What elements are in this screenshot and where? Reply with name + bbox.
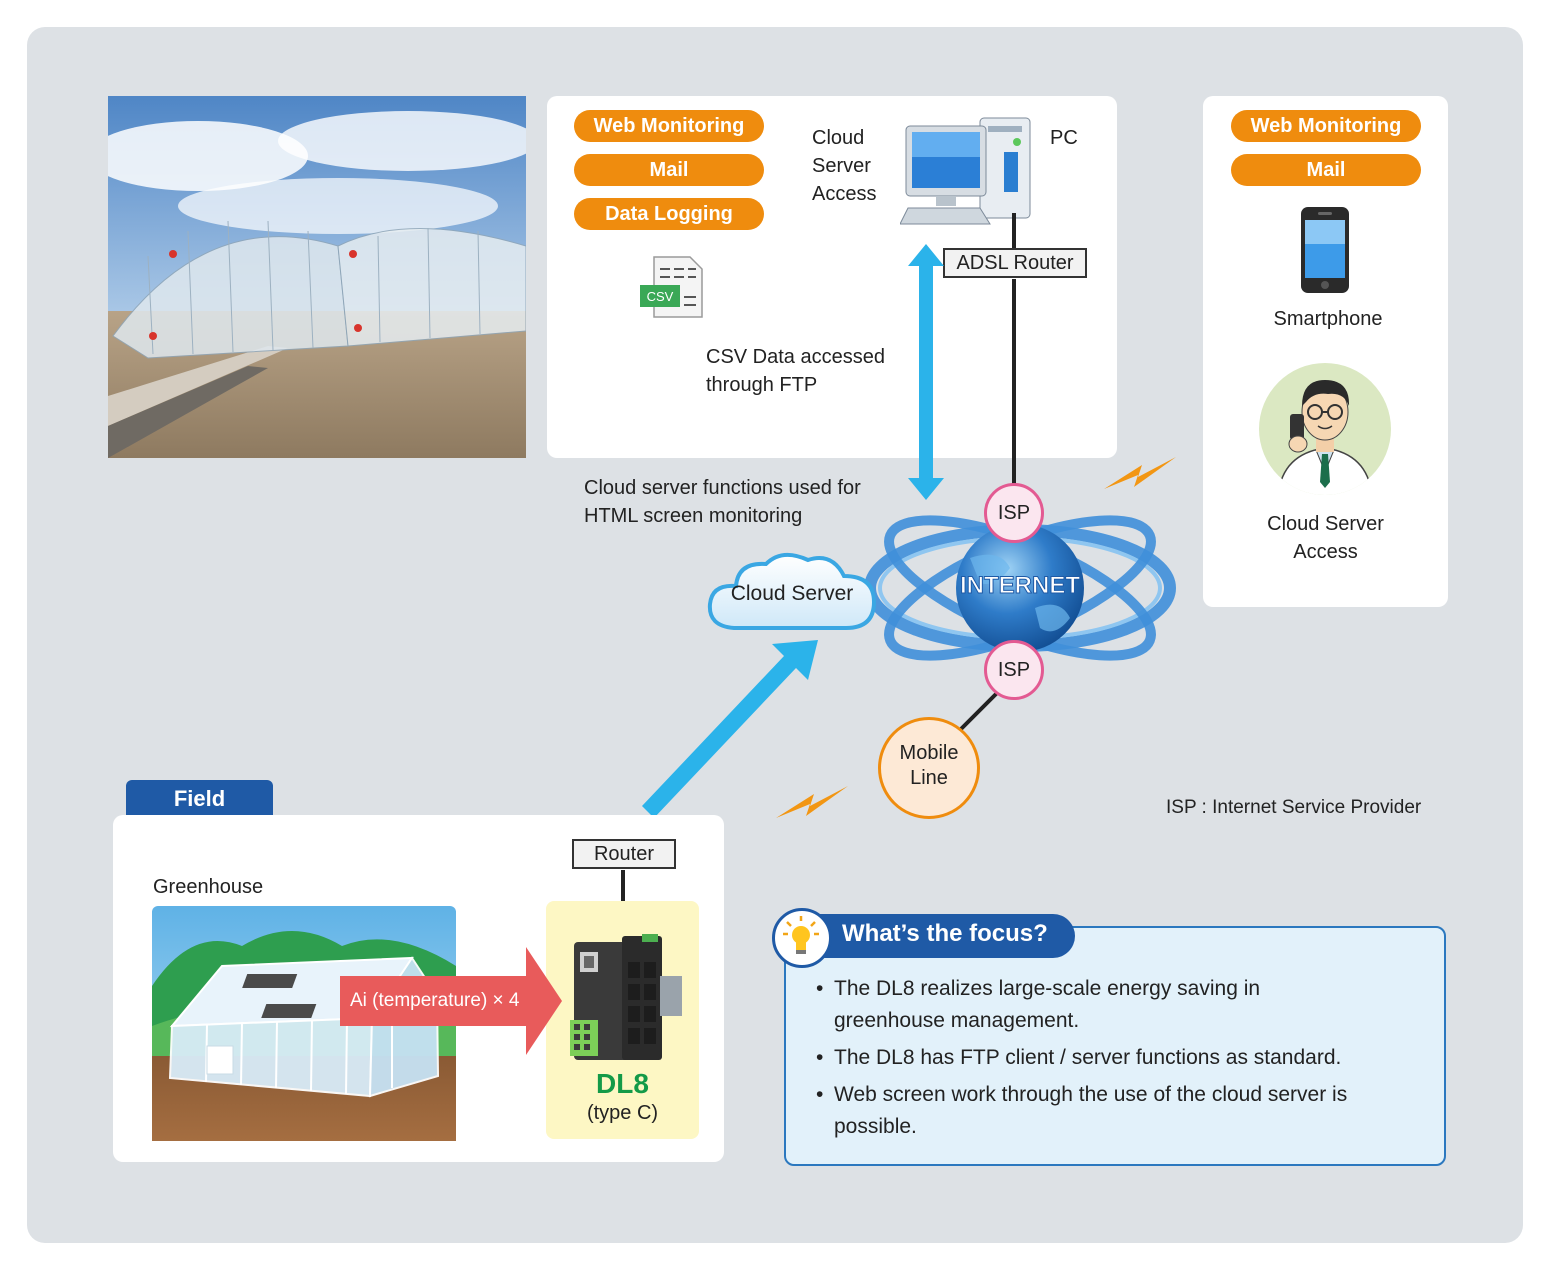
internet-label: INTERNET bbox=[960, 572, 1081, 600]
web-monitoring-badge: Web Monitoring bbox=[574, 110, 764, 142]
pc-icon bbox=[900, 117, 1031, 225]
signal-arrow bbox=[340, 947, 562, 1055]
isp-top-node: ISP bbox=[984, 483, 1044, 543]
field-tab: Field bbox=[126, 780, 273, 816]
csv-file-icon: CSV bbox=[640, 256, 703, 318]
isp-bottom-node: ISP bbox=[984, 640, 1044, 700]
signal-label: Ai (temperature) × 4 bbox=[350, 990, 520, 1011]
lightning-icon-bottom bbox=[776, 786, 848, 818]
greenhouse-label: Greenhouse bbox=[153, 876, 264, 898]
focus-title-bar bbox=[790, 914, 1075, 958]
lightning-icon bbox=[1104, 457, 1176, 489]
lightbulb-icon bbox=[783, 916, 819, 954]
mobile-line-node bbox=[878, 717, 980, 819]
focus-title: What’s the focus? bbox=[842, 920, 1048, 947]
data-logging-badge: Data Logging bbox=[574, 198, 764, 230]
smartphone-icon bbox=[1301, 207, 1349, 293]
mail-badge-right: Mail bbox=[1231, 154, 1421, 186]
svg-text:CSV: CSV bbox=[647, 289, 674, 304]
cloud-server-icon bbox=[707, 552, 877, 630]
pc-label: PC bbox=[1050, 127, 1078, 149]
ftp-access-arrow bbox=[908, 244, 944, 500]
upload-arrow bbox=[642, 640, 818, 818]
dl8-name: DL8 bbox=[596, 1068, 649, 1099]
mail-badge: Mail bbox=[574, 154, 764, 186]
cloud-functions-note: Cloud server functions used for HTML scr… bbox=[584, 477, 861, 527]
cloud-server-access-label: Cloud Server Access bbox=[812, 127, 877, 205]
person-avatar bbox=[1259, 363, 1391, 495]
csv-ftp-note: CSV Data accessed through FTP bbox=[706, 346, 885, 396]
dl8-device-icon bbox=[570, 934, 682, 1060]
greenhouse-photo bbox=[108, 96, 526, 458]
dl8-type: (type C) bbox=[586, 1102, 659, 1124]
isp-legend: ISP : Internet Service Provider bbox=[1166, 797, 1422, 818]
adsl-router-box: ADSL Router bbox=[943, 248, 1087, 278]
router-box: Router bbox=[572, 839, 676, 869]
router-line bbox=[621, 870, 625, 942]
focus-box bbox=[784, 926, 1446, 1166]
smartphone-label: Smartphone bbox=[1273, 308, 1383, 330]
cloud-server-access-label-right: Cloud Server Access bbox=[1267, 513, 1384, 563]
cloud-server-label: Cloud Server bbox=[730, 582, 854, 605]
greenhouse-illustration bbox=[152, 906, 456, 1141]
web-monitoring-badge-right: Web Monitoring bbox=[1231, 110, 1421, 142]
mobile-line-label: Mobile Line bbox=[899, 742, 959, 789]
